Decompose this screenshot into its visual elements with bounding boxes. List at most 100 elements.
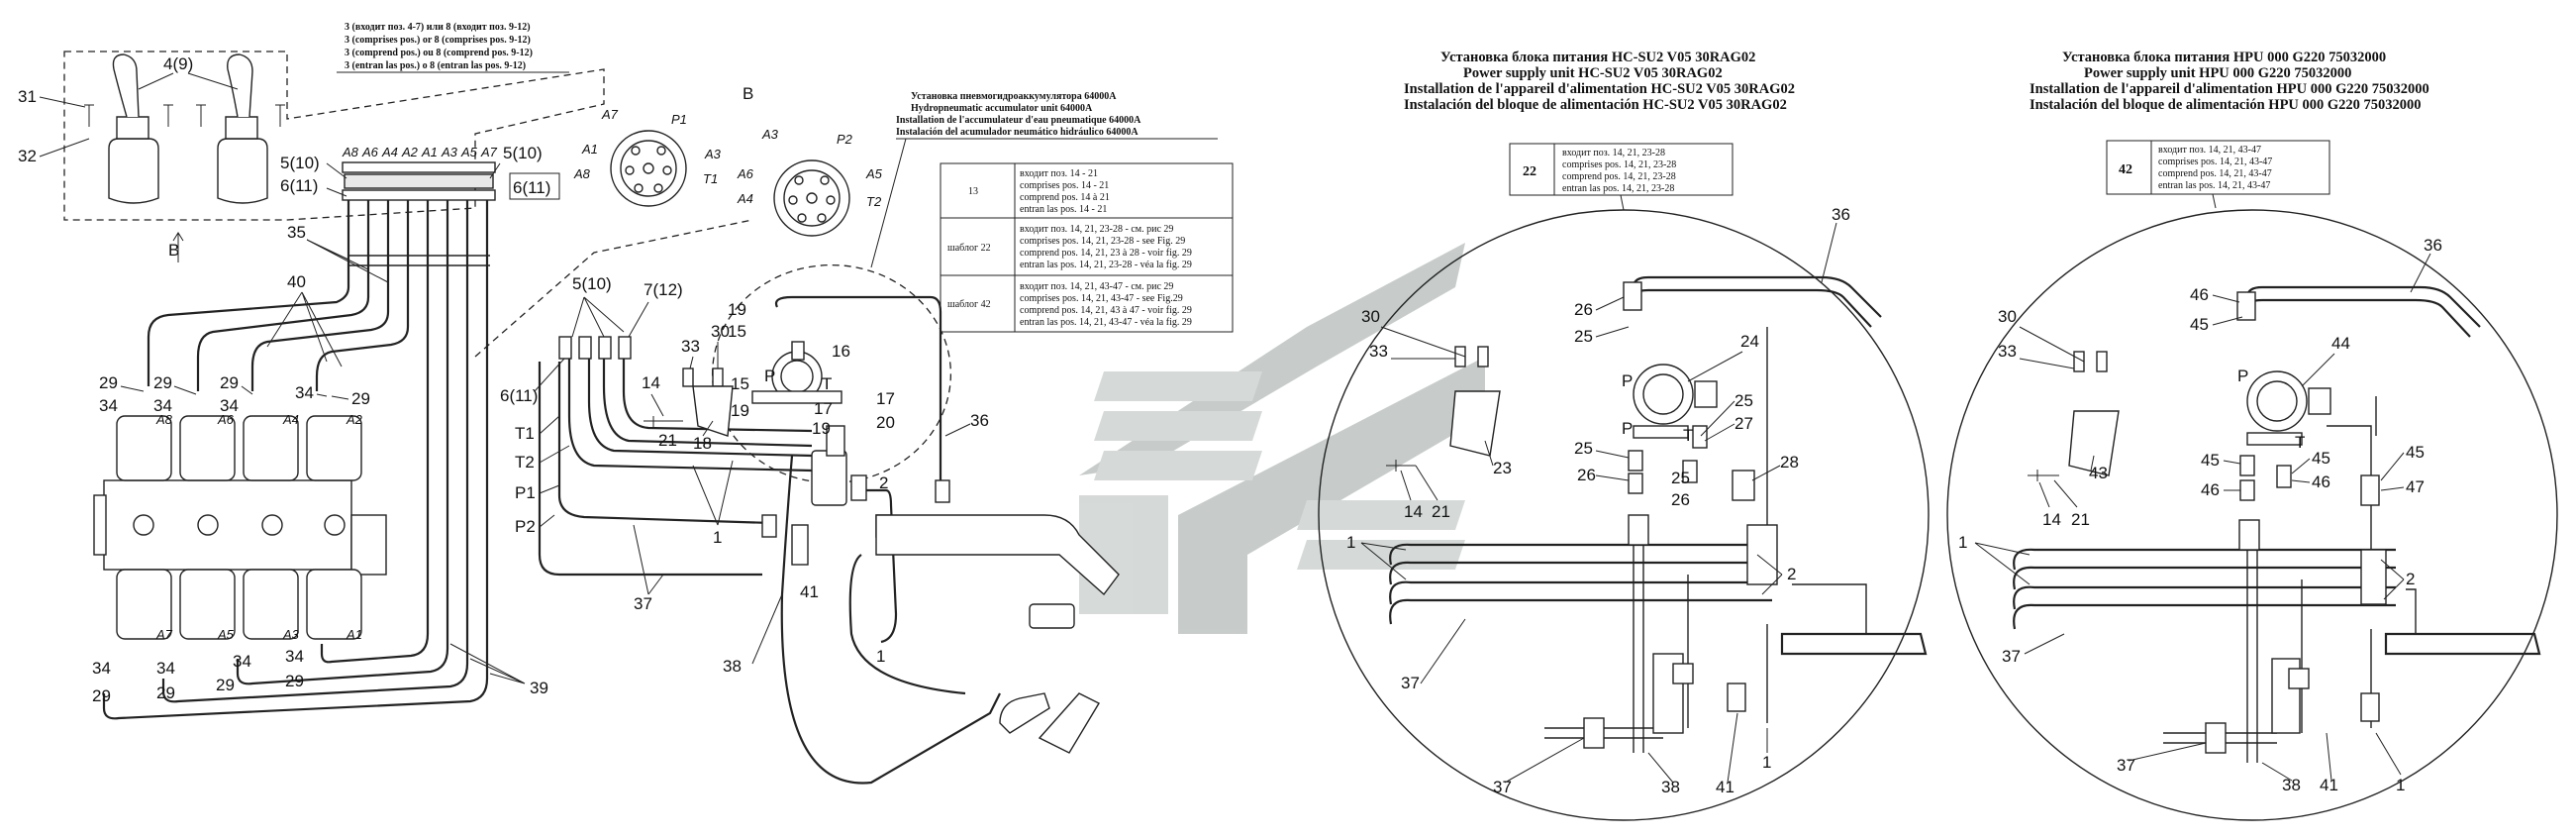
u22-callout-1: 1 [1346, 533, 1355, 552]
callout-41-main: 41 [800, 582, 819, 601]
pin-a6-b: A6 [737, 166, 754, 181]
callout-6-11-b: 6(11) [513, 178, 550, 197]
callout-29-f: 29 [156, 683, 175, 702]
callout-29-g: 29 [216, 676, 235, 694]
valve-label-a1: A1 [346, 627, 362, 642]
hose-bundle [102, 200, 490, 720]
u42-callout-37-b: 37 [2117, 756, 2135, 775]
unit-22-box: 22 входит поз. 14, 21, 23-28 comprises p… [1509, 143, 1734, 211]
svg-text:A4: A4 [381, 145, 398, 159]
pin-a4-b: A4 [737, 191, 753, 206]
callout-35: 35 [287, 223, 306, 242]
connector-a [610, 130, 687, 207]
u42-callout-38: 38 [2282, 776, 2301, 794]
pin-a8-a: A8 [573, 166, 591, 181]
callout-14: 14 [642, 373, 660, 392]
unit-22-pipes [1389, 275, 1928, 753]
unit-42-title: Установка блока питания HPU 000 G220 750… [2030, 50, 2429, 113]
svg-text:entran las pos. 14, 21, 23-28: entran las pos. 14, 21, 23-28 - véa la f… [1020, 260, 1192, 270]
callout-19-c: 19 [812, 419, 831, 438]
view-arrow-label: В [168, 241, 179, 260]
unit-22-components [1386, 346, 1778, 749]
accumulator [751, 341, 842, 404]
callout-39: 39 [530, 679, 548, 697]
valve-label-a2: A2 [346, 412, 363, 427]
svg-text:3 (входит поз. 4-7) или 8 (вх: 3 (входит поз. 4-7) или 8 (входит поз. 9… [345, 22, 531, 33]
u22-callout-25-d: 25 [1671, 469, 1690, 487]
callout-15-b: 15 [731, 374, 749, 393]
pin-a7-a: A7 [601, 107, 619, 122]
svg-text:Instalación del bloque de alim: Instalación del bloque de alimentación H… [1404, 97, 1787, 113]
u42-callout-46-c: 46 [2201, 480, 2220, 499]
assembly-note: 3 (входит поз. 4-7) или 8 (входит поз. 9… [337, 22, 569, 73]
svg-text:A8: A8 [342, 145, 359, 159]
callout-31: 31 [18, 87, 37, 106]
callout-34-c: 34 [220, 396, 239, 415]
svg-text:A1: A1 [421, 145, 438, 159]
svg-text:A7: A7 [480, 145, 498, 159]
svg-text:Power supply unit HC-SU2 V05: Power supply unit HC-SU2 V05 30RAG02 [1463, 65, 1723, 81]
u22-callout-14: 14 [1404, 502, 1423, 521]
svg-text:шаблог 42: шаблог 42 [947, 299, 991, 310]
pin-t2: T2 [866, 194, 882, 209]
unit-22-title: Установка блока питания HC-SU2 V05 30RAG… [1404, 50, 1795, 113]
svg-text:entran las pos. 14, 21, 43-47: entran las pos. 14, 21, 43-47 - véa la f… [1020, 317, 1192, 328]
u42-callout-2: 2 [2406, 570, 2415, 588]
u22-callout-1-b: 1 [1762, 753, 1771, 772]
u22-callout-37-b: 37 [1493, 778, 1512, 796]
u42-callout-47: 47 [2406, 477, 2425, 496]
valve-label-a5: A5 [217, 627, 235, 642]
u42-callout-41: 41 [2320, 776, 2338, 794]
callout-34-a: 34 [99, 396, 118, 415]
u22-callout-37-a: 37 [1401, 674, 1420, 692]
callout-34-b: 34 [153, 396, 172, 415]
callout-7-12: 7(12) [644, 280, 683, 299]
callout-15-a: 15 [728, 322, 746, 341]
svg-text:Installation de l'appareil d': Installation de l'appareil d'alimentatio… [2030, 81, 2429, 97]
svg-text:Instalación del bloque de alim: Instalación del bloque de alimentación H… [2030, 97, 2422, 113]
control-valve-block [93, 415, 387, 640]
port-p-main: P [764, 367, 775, 385]
u22-callout-28: 28 [1780, 453, 1799, 472]
unit-22-detail-circle [1318, 209, 1930, 821]
valve-label-a8: A8 [155, 412, 173, 427]
svg-text:шаблог 22: шаблог 22 [947, 243, 991, 254]
svg-text:A5: A5 [460, 145, 478, 159]
u22-callout-27: 27 [1734, 414, 1753, 433]
callout-29-h: 29 [285, 672, 304, 690]
callout-4: 4(9) [163, 54, 193, 73]
callout-29-c: 29 [220, 373, 239, 392]
u42-callout-46-a: 46 [2190, 285, 2209, 304]
callout-34-e: 34 [92, 659, 111, 678]
unit-42-box: 42 входит поз. 14, 21, 43-47 comprises p… [2106, 140, 2330, 209]
u22-callout-23: 23 [1493, 459, 1512, 477]
callout-18: 18 [693, 434, 712, 453]
line-label-t2: T2 [515, 453, 535, 472]
u22-callout-36: 36 [1832, 205, 1850, 224]
pin-t1: T1 [703, 171, 718, 186]
pin-p2: P2 [837, 132, 853, 147]
u42-callout-37-a: 37 [2002, 647, 2021, 666]
svg-text:входит поз. 14, 21, 43-47 - см: входит поз. 14, 21, 43-47 - см. рис 29 [1020, 281, 1173, 292]
callout-37-main: 37 [634, 594, 652, 613]
callout-6-11-a: 6(11) [280, 176, 318, 195]
svg-text:comprend pos. 14 à 21: comprend pos. 14 à 21 [1020, 192, 1110, 203]
svg-text:входит поз. 14 - 21: входит поз. 14 - 21 [1020, 168, 1098, 179]
u22-callout-41: 41 [1716, 778, 1734, 796]
detail-leader-dashed [474, 219, 753, 358]
svg-text:входит поз. 14, 21, 23-28: входит поз. 14, 21, 23-28 [1562, 148, 1665, 158]
callout-19-a: 19 [728, 300, 746, 319]
u22-callout-25-a: 25 [1574, 327, 1593, 346]
svg-text:comprend pos. 14, 21, 23 à 28: comprend pos. 14, 21, 23 à 28 - voir fig… [1020, 248, 1192, 259]
svg-text:comprises pos. 14, 21, 23-28 -: comprises pos. 14, 21, 23-28 - see Fig. … [1020, 236, 1185, 247]
callout-34-d: 34 [295, 383, 314, 402]
callout-17-a: 17 [814, 399, 833, 418]
svg-text:Установка блока питания HC-SU2: Установка блока питания HC-SU2 V05 30RAG… [1440, 50, 1755, 65]
u42-callout-45-d: 45 [2406, 443, 2425, 462]
callout-36-main: 36 [970, 411, 989, 430]
callout-1-main-b: 1 [876, 647, 885, 666]
svg-text:A3: A3 [441, 145, 458, 159]
middle-fittings [761, 425, 1120, 754]
svg-text:3 (comprises pos.) or 8 (compr: 3 (comprises pos.) or 8 (comprises pos. … [345, 35, 531, 46]
